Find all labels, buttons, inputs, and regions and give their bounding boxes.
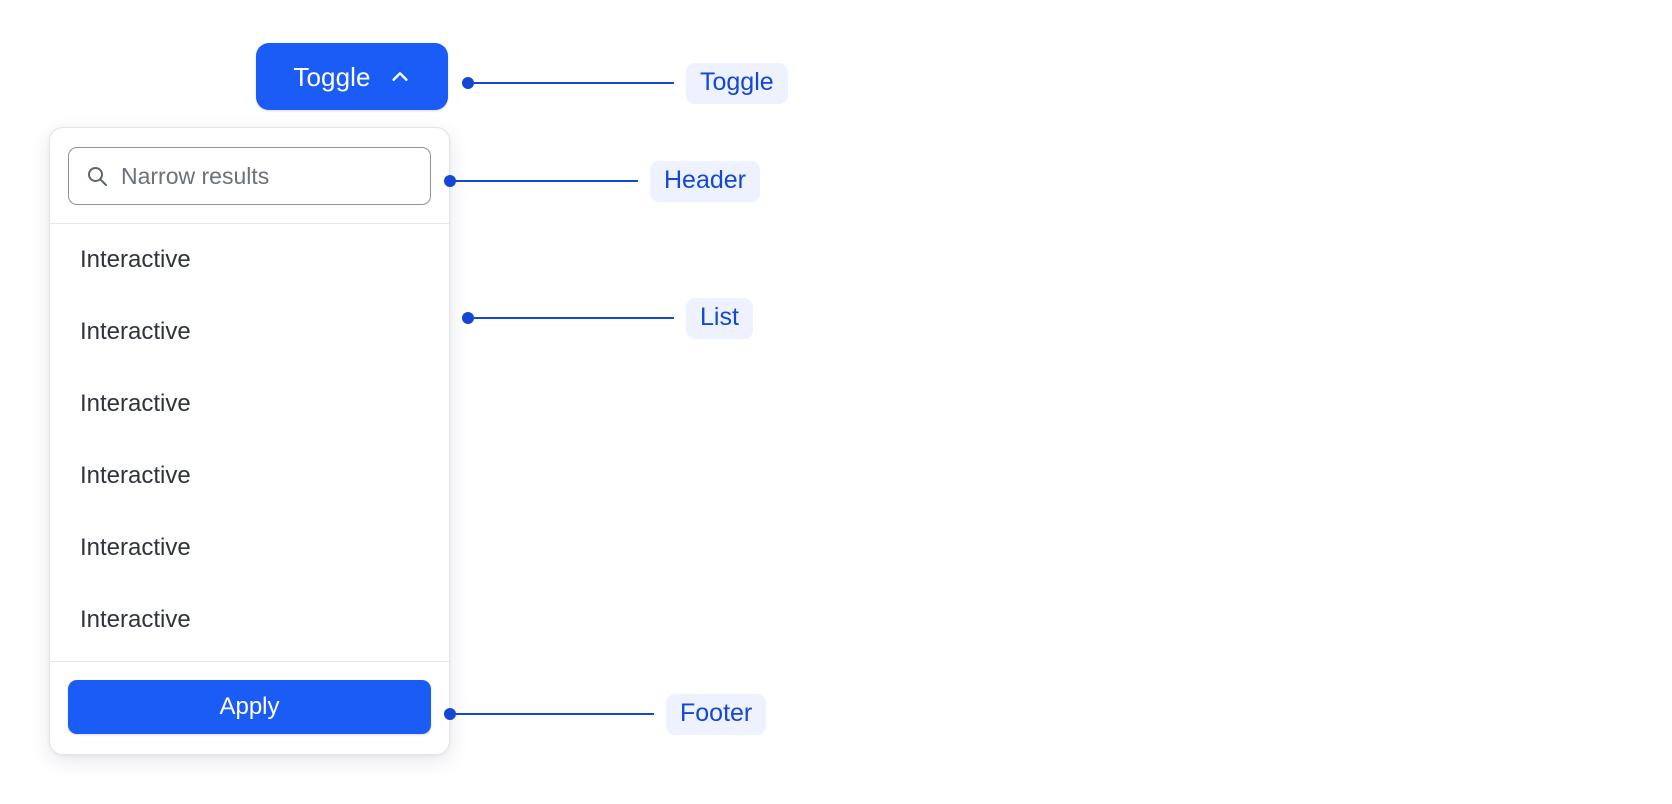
list-item[interactable]: Interactive	[80, 462, 191, 489]
chevron-up-icon	[392, 71, 408, 81]
search-input[interactable]	[109, 148, 430, 204]
annotation-line	[456, 713, 654, 715]
list-item[interactable]: Interactive	[80, 534, 191, 561]
list-item[interactable]: Interactive	[80, 390, 191, 417]
dropdown-list: Interactive Interactive Interactive Inte…	[50, 224, 449, 661]
annotation-label: Footer	[666, 693, 767, 735]
annotation-dot	[462, 312, 474, 324]
annotation-dot	[444, 708, 456, 720]
list-item[interactable]: Interactive	[80, 606, 191, 633]
dropdown-footer: Apply	[50, 661, 449, 754]
search-icon	[88, 167, 107, 186]
list-item[interactable]: Interactive	[80, 318, 191, 345]
annotation-label: Toggle	[686, 62, 788, 104]
list-item[interactable]: Interactive	[80, 246, 191, 273]
annotation-label: List	[686, 297, 753, 339]
annotation-line	[456, 180, 638, 182]
toggle-button-label: Toggle	[293, 61, 371, 92]
search-field-wrapper[interactable]	[68, 147, 431, 205]
dropdown-panel: Interactive Interactive Interactive Inte…	[49, 127, 450, 755]
annotation-dot	[462, 77, 474, 89]
toggle-button[interactable]: Toggle	[256, 43, 448, 110]
annotation-line	[474, 317, 674, 319]
annotation-label: Header	[650, 160, 760, 202]
apply-button[interactable]: Apply	[68, 680, 431, 734]
dropdown-header	[50, 128, 449, 224]
annotation-line	[474, 82, 674, 84]
annotation-dot	[444, 175, 456, 187]
